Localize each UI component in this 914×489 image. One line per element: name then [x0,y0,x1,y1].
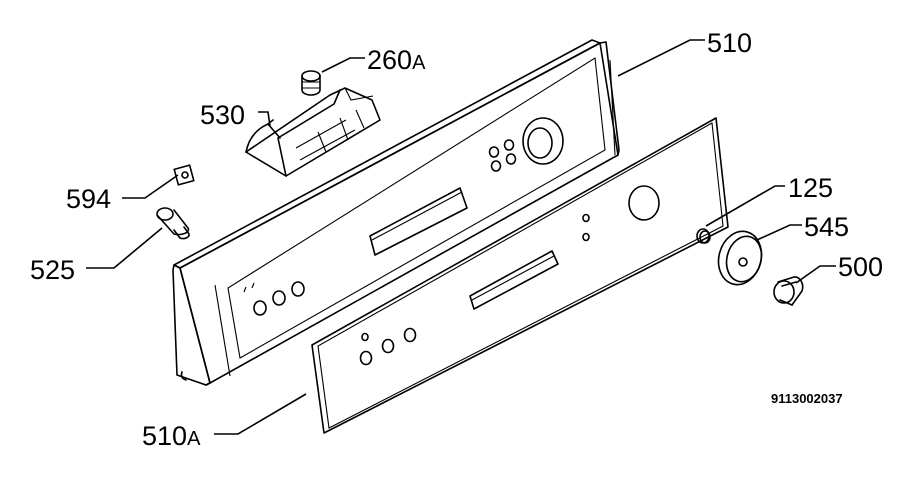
label-545: 545 [804,212,849,242]
label-500: 500 [838,252,883,282]
knob-500 [773,276,804,306]
label-594: 594 [66,184,111,214]
leader-lines [86,39,836,435]
drawing-code: 9113002037 [771,391,843,406]
label-530: 530 [200,100,245,130]
bezel-545 [717,230,763,286]
screw-525 [156,207,190,240]
label-125: 125 [788,173,833,203]
front-trim-panel-510A [311,117,729,434]
bushing-260A [301,70,321,96]
label-525: 525 [30,255,75,285]
bracket-530 [245,87,381,177]
label-510A: 510A [142,421,201,451]
label-260A: 260A [367,45,426,75]
control-panel-housing-510 [172,39,620,386]
part-labels: 510 260A 530 594 525 125 545 500 510A 91… [30,28,883,451]
label-510: 510 [707,28,752,58]
spacer-125 [696,228,711,244]
